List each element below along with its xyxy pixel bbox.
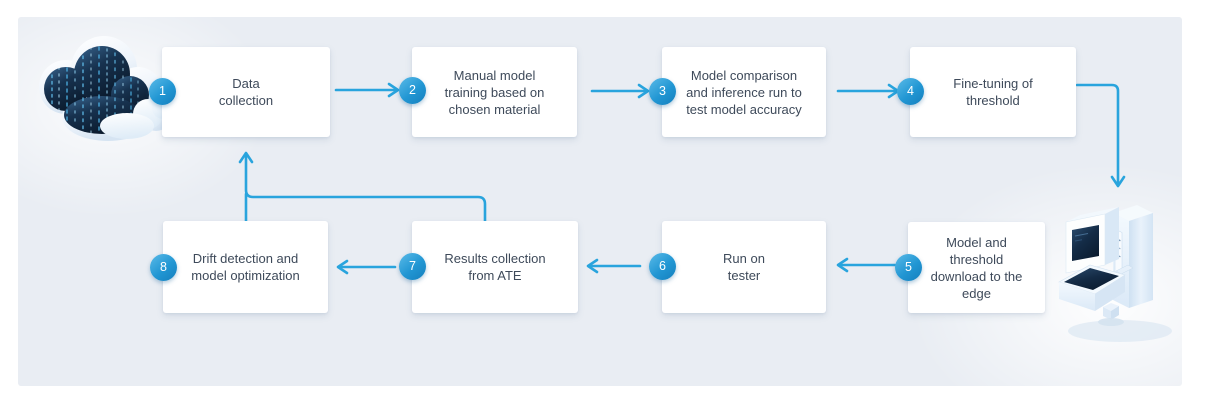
flow-step-label-4: Fine-tuning of threshold [953,76,1033,108]
step-number-badge-2: 2 [399,77,426,104]
flow-step-box-4: Fine-tuning of threshold [910,47,1076,137]
step-number-badge-7: 7 [399,253,426,280]
step-number-badge-4: 4 [897,78,924,105]
flow-step-label-7: Results collection from ATE [444,251,546,283]
flow-step-label-2: Manual model training based on chosen ma… [444,67,545,117]
step-number-badge-6: 6 [649,253,676,280]
flow-step-label-3: Model comparison and inference run to te… [686,67,802,117]
step-number-badge-5: 5 [895,254,922,281]
step-number-badge-3: 3 [649,78,676,105]
flow-step-label-8: Drift detection and model optimization [191,251,300,283]
feedback-arrow-7-1 [238,151,487,223]
arrow-4-5 [1075,83,1126,188]
step-number-badge-1: 1 [149,78,176,105]
flow-step-box-7: Results collection from ATE [412,221,578,313]
flow-step-box-1: Data collection [162,47,330,137]
flow-step-box-8: Drift detection and model optimization [163,221,328,313]
flow-step-box-6: Run on tester [662,221,826,313]
ate-tester-icon [1058,205,1172,342]
flow-step-box-5: Model and threshold download to the edge [908,222,1045,313]
flow-step-label-5: Model and threshold download to the edge [930,234,1023,301]
flow-step-box-3: Model comparison and inference run to te… [662,47,826,137]
flow-step-label-1: Data collection [218,76,274,108]
flow-step-box-2: Manual model training based on chosen ma… [412,47,577,137]
flow-step-label-6: Run on tester [723,251,765,283]
step-number-badge-8: 8 [150,254,177,281]
flow-diagram-panel: Data collection Manual model training ba… [18,17,1182,386]
